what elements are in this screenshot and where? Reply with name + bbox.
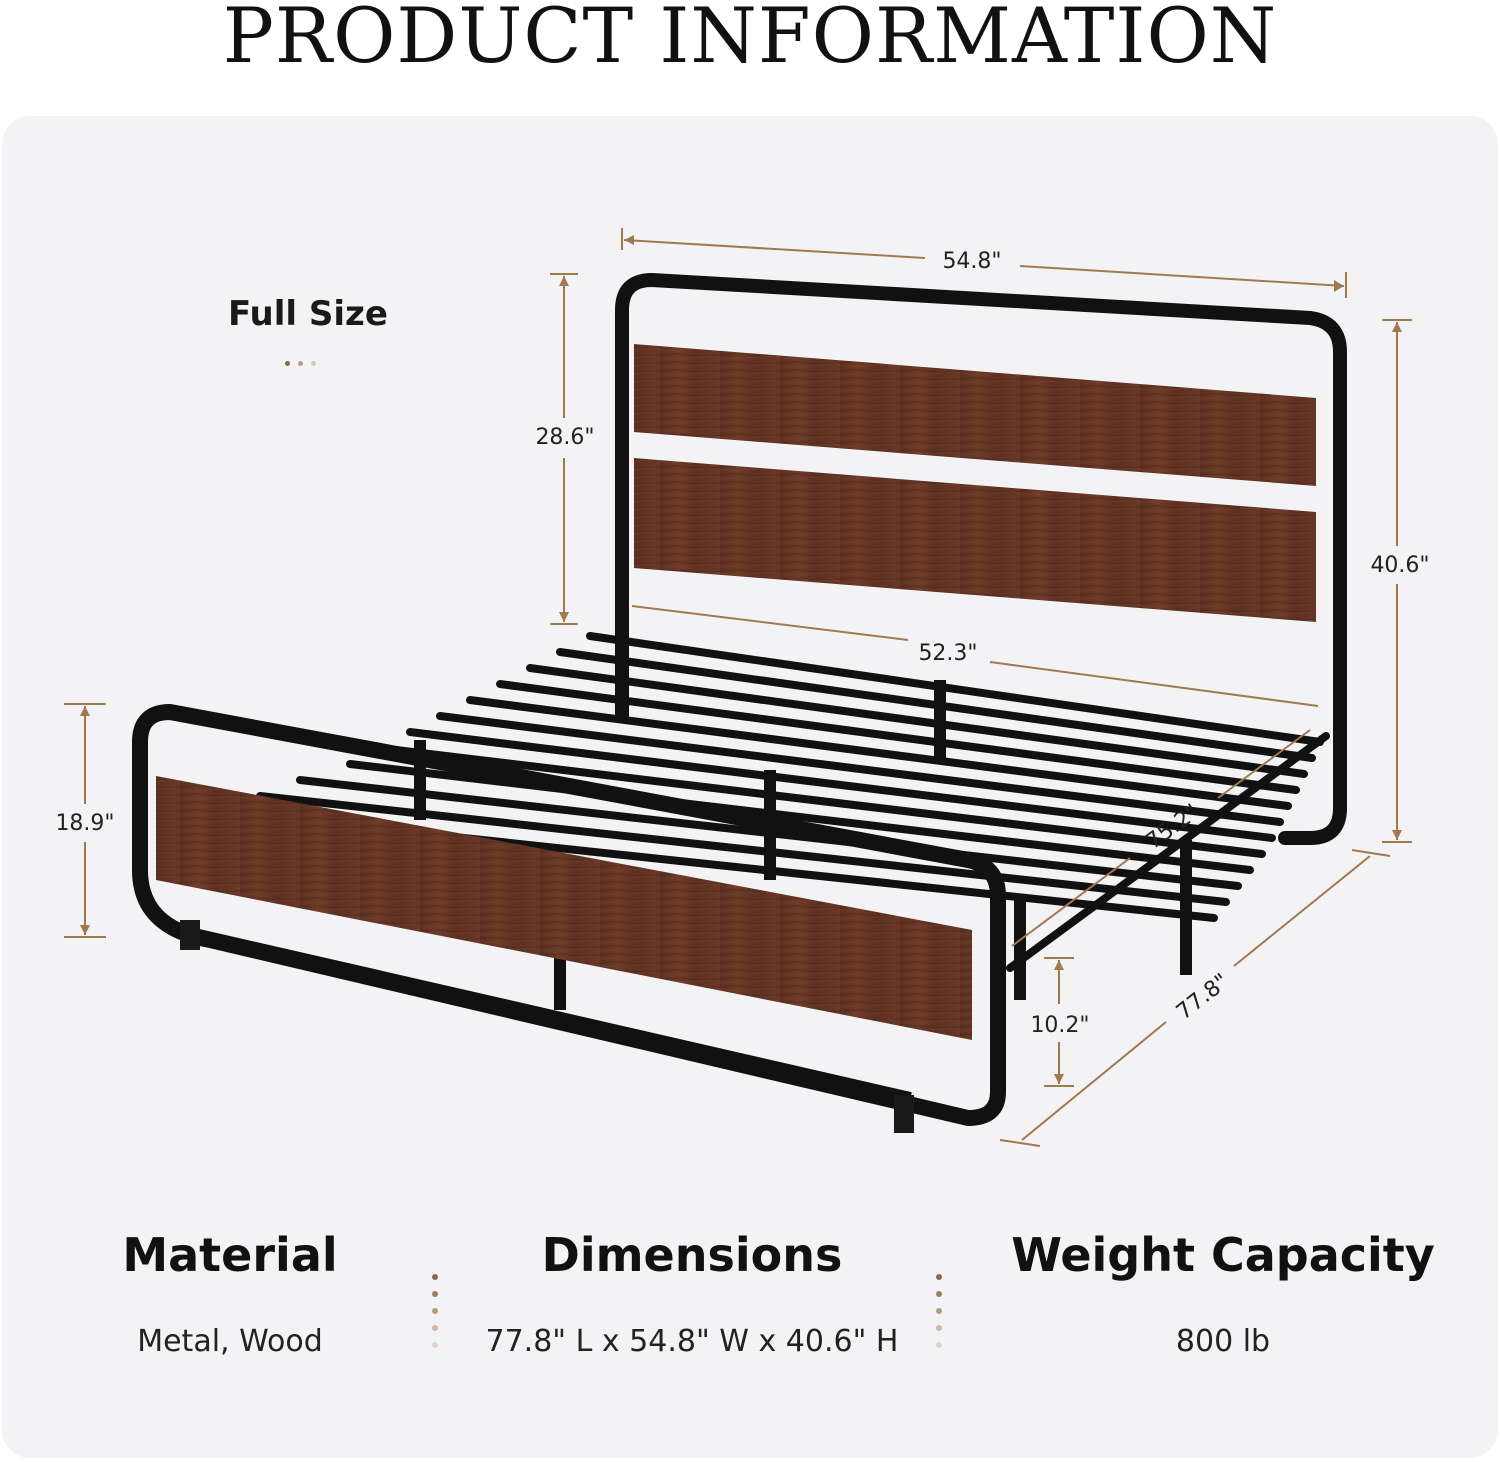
dimension-arrows	[80, 235, 1402, 1084]
dim-total-height: 40.6"	[1370, 553, 1429, 578]
size-label: Full Size	[228, 294, 388, 334]
spec-value: Metal, Wood	[137, 1324, 323, 1359]
separator-dots	[936, 1274, 942, 1359]
foot-cap-left	[180, 920, 200, 950]
footboard-tube	[132, 704, 1006, 1126]
spec-value: 77.8" L x 54.8" W x 40.6" H	[485, 1324, 899, 1359]
dim-top-width: 54.8"	[942, 249, 1001, 274]
dimension-lines	[64, 228, 1412, 1147]
headboard-slat-bottom	[634, 458, 1316, 622]
foot-cap-right	[894, 1095, 914, 1133]
spec-material: Material Metal, Wood	[60, 1228, 400, 1359]
page-title: PRODUCT INFORMATION	[222, 0, 1278, 80]
spec-heading: Weight Capacity	[1011, 1228, 1435, 1282]
separator-dots	[432, 1274, 438, 1359]
footboard	[132, 704, 1006, 1133]
dim-clearance: 10.2"	[1030, 1013, 1089, 1038]
spec-dimensions: Dimensions 77.8" L x 54.8" W x 40.6" H	[470, 1228, 914, 1359]
spec-heading: Material	[122, 1228, 338, 1282]
headboard-slat-top	[634, 344, 1316, 486]
spec-weight-capacity: Weight Capacity 800 lb	[980, 1228, 1466, 1359]
size-dots-decoration	[285, 353, 324, 371]
headboard	[615, 272, 1347, 845]
headboard-tube	[615, 272, 1347, 845]
spec-heading: Dimensions	[541, 1228, 843, 1282]
spec-value: 800 lb	[1175, 1324, 1271, 1359]
platform-slats	[216, 632, 1330, 972]
dim-total-length: 77.8"	[1172, 969, 1234, 1025]
dim-inner-width: 52.3"	[918, 641, 977, 666]
footboard-slat	[156, 776, 972, 1040]
footboard-bottom-rail	[188, 927, 912, 1108]
dim-footboard-height: 18.9"	[55, 811, 114, 836]
dim-headboard-height: 28.6"	[535, 425, 594, 450]
